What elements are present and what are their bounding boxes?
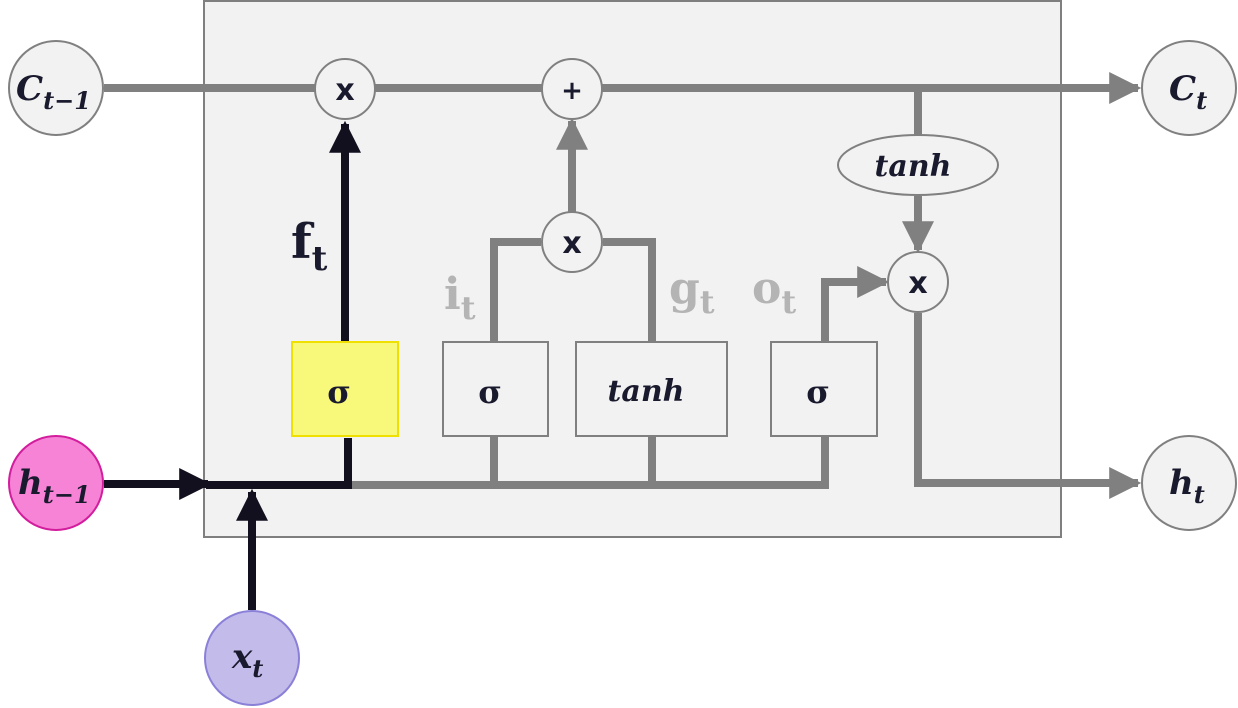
cell-add-node <box>541 58 603 120</box>
forget-multiply-node <box>314 58 376 120</box>
input-gate-box <box>442 341 549 437</box>
cell-state-next-label: Ct <box>1169 69 1207 115</box>
cell-tanh-node <box>837 134 999 196</box>
forget-input-path <box>206 438 352 489</box>
cell-add-symbol: + <box>561 76 583 106</box>
hidden-output-path <box>914 313 1142 499</box>
cell-state-prev-label: Ct−1 <box>16 69 91 115</box>
forget-gate-box <box>291 341 399 437</box>
cell-state-prev-node <box>8 40 104 136</box>
hidden-next-label: ht <box>1169 463 1205 509</box>
output-multiply-node <box>887 251 949 313</box>
cell-tanh-symbol: tanh <box>875 149 952 184</box>
input-multiply-node <box>541 211 603 273</box>
forget-gate-label: ft <box>291 214 328 279</box>
input-x-label: xt <box>231 637 263 683</box>
hidden-prev-label: ht−1 <box>18 463 91 509</box>
forget-multiply-symbol: x <box>335 73 354 108</box>
output-gate-box <box>770 341 878 437</box>
input-gate-label: it <box>444 269 476 327</box>
input-multiply-symbol: x <box>562 226 581 261</box>
hidden-next-node <box>1141 435 1237 531</box>
output-gate-symbol: σ <box>806 373 830 411</box>
hidden-prev-node <box>8 435 104 531</box>
candidate-box <box>575 341 728 437</box>
candidate-path <box>603 238 656 341</box>
input-gate-path <box>490 238 541 341</box>
forget-gate-symbol: σ <box>327 373 351 411</box>
cell-state-next-node <box>1141 40 1237 136</box>
output-multiply-symbol: x <box>908 266 927 301</box>
output-gate-path <box>821 266 890 341</box>
input-gate-symbol: σ <box>478 373 502 411</box>
output-gate-label: ot <box>752 263 796 321</box>
candidate-symbol: tanh <box>608 374 685 409</box>
candidate-label: gt <box>669 263 715 321</box>
input-x-node <box>204 610 300 706</box>
